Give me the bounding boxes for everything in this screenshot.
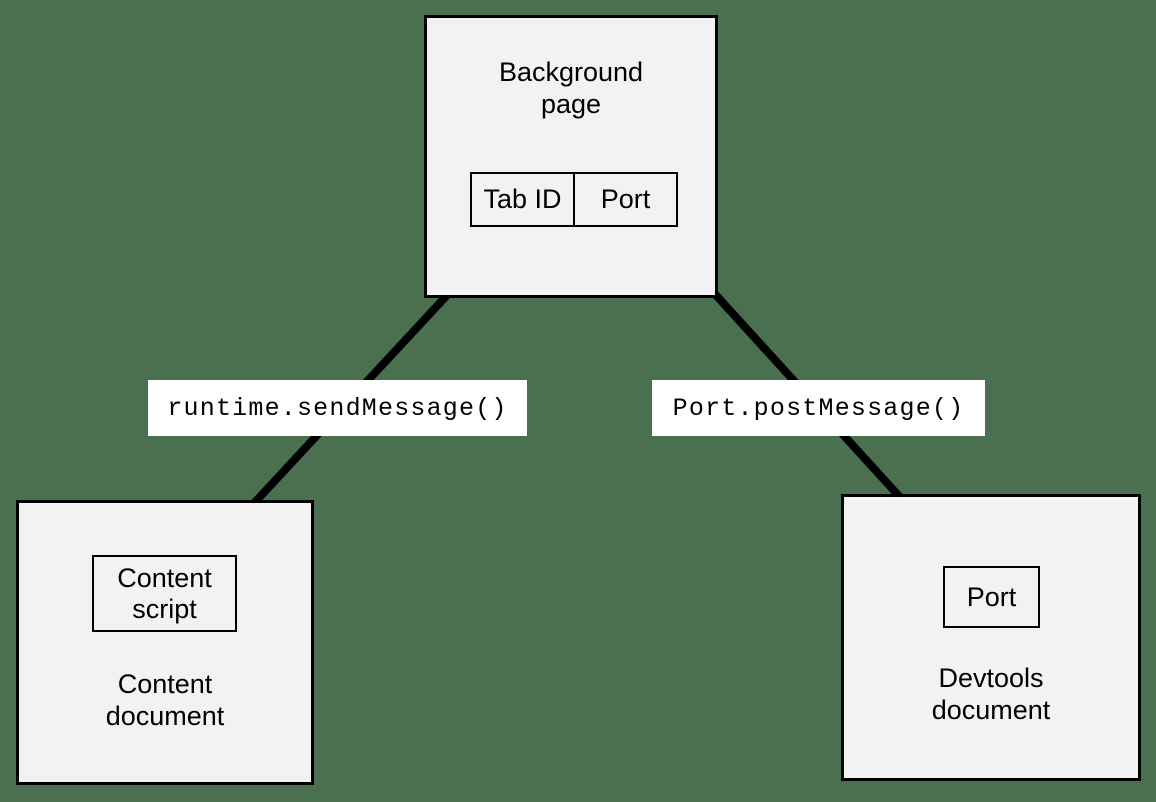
table-cell-tab-id: Tab ID [472, 174, 573, 225]
devtools-port-box: Port [943, 566, 1040, 628]
content-script-box: Content script [92, 555, 237, 632]
edge-label-post-message: Port.postMessage() [652, 380, 985, 436]
content-document-title: Content document [105, 669, 225, 731]
background-page-title: Background page [498, 57, 644, 119]
devtools-document-node: Devtools document [841, 494, 1141, 781]
table-cell-port: Port [573, 174, 676, 225]
tab-id-port-table: Tab ID Port [470, 172, 678, 227]
background-page-node: Background page [424, 15, 718, 298]
content-document-node: Content document [16, 500, 314, 785]
edge-label-send-message: runtime.sendMessage() [148, 380, 527, 436]
tab-id-label: Tab ID [483, 184, 562, 214]
devtools-port-label: Port [966, 581, 1017, 612]
content-script-label: Content script [117, 562, 212, 624]
background-port-label: Port [600, 184, 651, 214]
devtools-document-title: Devtools document [931, 663, 1051, 725]
